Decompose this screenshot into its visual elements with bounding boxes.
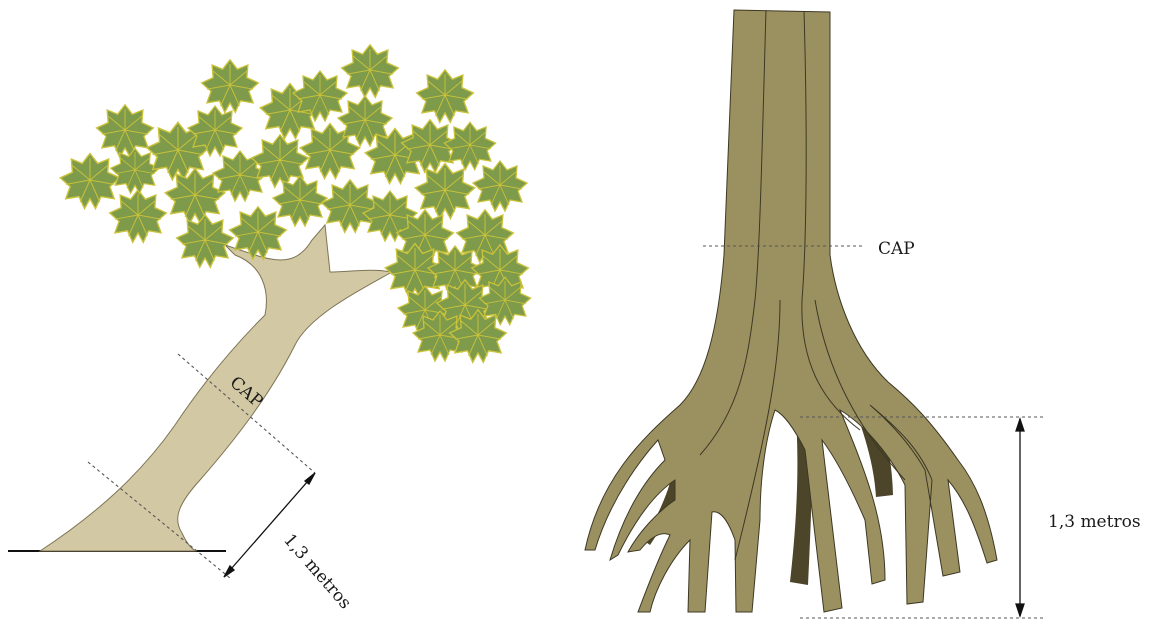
buttress-tree-figure: CAP 1,3 metros	[585, 10, 1141, 618]
buttress-trunk	[585, 10, 997, 612]
height-label: 1,3 metros	[1048, 512, 1141, 532]
inclined-tree-figure: CAP 1,3 metros	[8, 45, 531, 613]
cap-label: CAP	[878, 239, 915, 259]
inclined-tree-trunk	[40, 225, 392, 551]
height-label: 1,3 metros	[279, 530, 355, 613]
height-dimension-arrow	[1016, 419, 1024, 616]
